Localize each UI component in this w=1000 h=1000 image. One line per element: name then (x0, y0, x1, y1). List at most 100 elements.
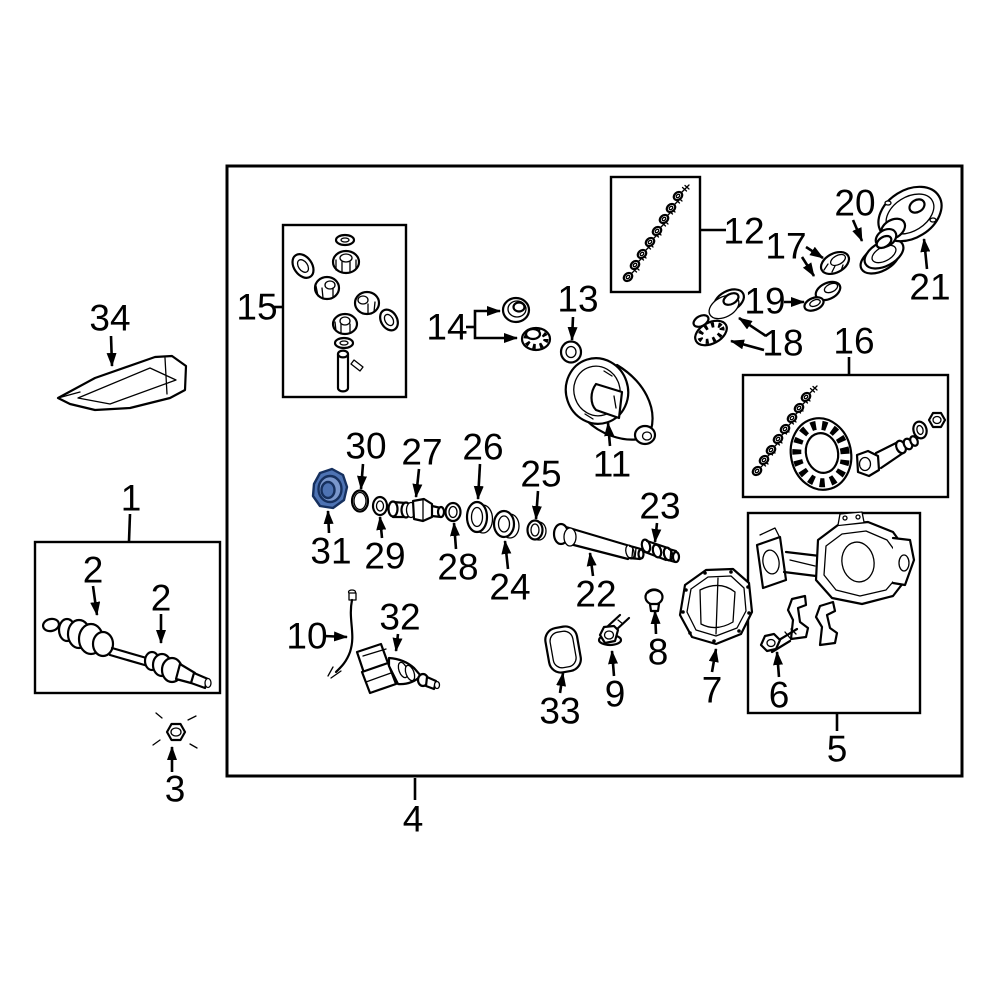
callout-leader-20-0 (851, 219, 864, 242)
part-number-18: 18 (762, 323, 803, 364)
callout-leader-21-0 (920, 238, 931, 270)
callout-leader-29-0 (376, 516, 387, 539)
part-5-axle-housing (755, 511, 916, 654)
callout-leader-34-0 (106, 335, 117, 367)
part-number-31: 31 (310, 531, 351, 572)
part-number-32: 32 (379, 597, 420, 638)
main-assembly-frame (225, 164, 964, 778)
part-number-7: 7 (702, 670, 723, 711)
part-7-differential-cover (678, 567, 754, 646)
part-number-27: 27 (401, 432, 442, 473)
part-number-25: 25 (520, 454, 561, 495)
part-number-21: 21 (909, 267, 950, 308)
part-8-axle-vent (644, 588, 664, 613)
callout-leader-17-1 (800, 256, 816, 277)
part-17-bearing-races (814, 250, 851, 302)
part-32-axle-actuator (355, 642, 441, 695)
part-number-17: 17 (765, 226, 806, 267)
part-number-16: 16 (833, 321, 874, 362)
part-number-4: 4 (403, 799, 424, 840)
part-30-o-ring (350, 489, 370, 513)
part-number-11: 11 (593, 444, 631, 485)
callout-leader-1-0 (127, 513, 132, 542)
part-number-5: 5 (827, 729, 848, 770)
part-number-29: 29 (364, 536, 405, 577)
part-number-14: 14 (426, 307, 467, 348)
callout-leader-11-0 (604, 422, 615, 447)
part-28-seal-ring (444, 501, 462, 523)
part-number-2b: 2 (151, 578, 172, 619)
part-18-pinion-bearings (692, 288, 745, 347)
part-number-8: 8 (648, 632, 669, 673)
callout-layer: 3412234567891011121314151617181920212223… (83, 183, 951, 840)
part-number-3: 3 (165, 769, 186, 810)
callout-leader-30-0 (357, 463, 368, 490)
part-number-2a: 2 (83, 550, 104, 591)
part-33-cover-gasket (544, 625, 582, 674)
part-3-axle-nut (152, 712, 198, 749)
callout-leader-14-1 (473, 306, 501, 327)
part-number-33: 33 (539, 691, 580, 732)
part-number-6: 6 (769, 675, 790, 716)
part-number-13: 13 (557, 279, 598, 320)
part-12-ring-gear-bolts (621, 183, 691, 284)
callout-leader-28-0 (450, 522, 460, 550)
part-25-spacer-ring (526, 519, 547, 541)
part-number-22: 22 (575, 574, 616, 615)
part-27-intermediate-shaft-assembly (387, 497, 446, 523)
part-number-24: 24 (489, 567, 530, 608)
callout-leader-8-0 (650, 610, 661, 635)
part-number-19: 19 (744, 281, 785, 322)
part-11-differential-carrier (564, 357, 657, 446)
part-number-23: 23 (639, 486, 680, 527)
part-number-12: 12 (723, 211, 764, 252)
callout-leader-26-0 (473, 463, 484, 500)
part-14-pinion-bearings (501, 296, 552, 352)
part-31-disconnect-housing-highlighted (311, 467, 349, 510)
part-10-vent-hose (327, 589, 357, 679)
callout-leader-22-0 (586, 552, 597, 577)
part-number-20: 20 (834, 183, 875, 224)
part-1-cv-axle (41, 617, 212, 690)
part-number-1: 1 (121, 478, 142, 519)
callout-leader-32-0 (392, 633, 403, 652)
part-number-28: 28 (437, 547, 478, 588)
part-number-26: 26 (462, 427, 503, 468)
callout-leader-23-0 (651, 522, 662, 543)
callout-leader-14-2 (473, 327, 518, 343)
box-part-1 (33, 540, 222, 695)
part-number-9: 9 (605, 674, 626, 715)
box-part-12 (609, 175, 702, 294)
box-part-16 (741, 373, 950, 499)
callout-leader-27-0 (412, 468, 423, 498)
callout-leader-13-0 (567, 316, 578, 341)
callout-leader-31-0 (323, 510, 334, 534)
callout-leader-18-0 (738, 316, 767, 338)
callout-leader-6-0 (773, 651, 784, 678)
callout-leader-24-0 (501, 540, 512, 570)
callout-leader-10-0 (323, 631, 348, 642)
callout-leader-33-0 (556, 672, 567, 694)
callout-leader-17-0 (805, 245, 824, 260)
part-number-15: 15 (236, 287, 277, 328)
part-19-ring (803, 296, 825, 312)
part-16-ring-and-pinion (750, 384, 947, 491)
callout-leader-18-1 (730, 339, 765, 352)
part-34-skid-plate (56, 354, 188, 412)
part-29-seal (371, 495, 389, 517)
part-number-10: 10 (286, 616, 327, 657)
part-9-cover-bolt (597, 613, 631, 647)
part-13-washer (559, 340, 583, 364)
part-number-34: 34 (89, 298, 130, 339)
part-22-intermediate-axle-shaft (552, 522, 645, 561)
part-26-collar (465, 500, 494, 534)
part-15-spider-gear-kit (291, 233, 399, 393)
part-23-stub-shaft (640, 538, 681, 564)
callout-leader-25-0 (531, 490, 542, 520)
part-number-30: 30 (345, 426, 386, 467)
callout-leader-2a-0 (90, 585, 101, 616)
part-21-pinion-flange (874, 185, 943, 250)
part-24-shift-collar (492, 509, 520, 539)
